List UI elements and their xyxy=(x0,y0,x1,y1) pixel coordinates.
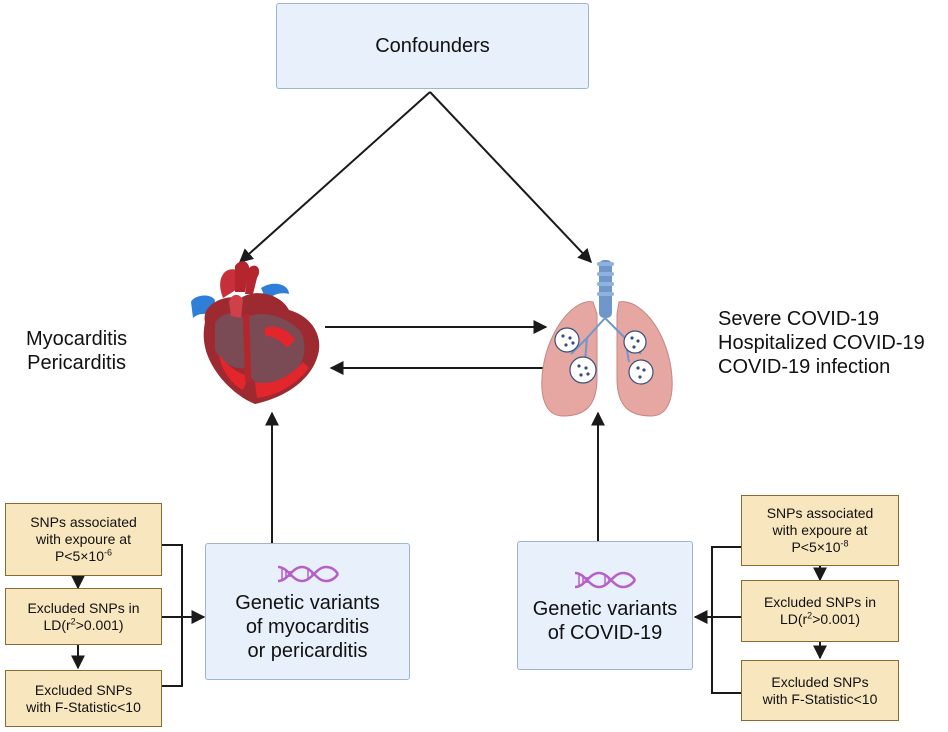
covid-infection-label: COVID-19 infection xyxy=(718,356,891,378)
left-f-statistic-step: Excluded SNPs with F-Statistic<10 xyxy=(5,670,162,727)
left-step2-ld: LD(r2>0.001) xyxy=(43,615,124,633)
left-step1-threshold: P<5×10-6 xyxy=(54,547,113,564)
genetic-variants-myocarditis-box: Genetic variants of myocarditis or peric… xyxy=(205,543,410,680)
right-step2-ld: LD(r2>0.001) xyxy=(779,610,861,627)
confounders-to-lungs-arrow xyxy=(429,91,592,264)
heart-illustration xyxy=(191,261,320,404)
confounders-box: Confounders xyxy=(276,3,589,89)
myocarditis-label: Myocarditis xyxy=(26,328,128,350)
right-step2-line1: Excluded SNPs in xyxy=(763,594,877,610)
confounders-label: Confounders xyxy=(375,34,490,57)
pericarditis-label: Pericarditis xyxy=(27,352,127,374)
hospitalized-covid-label: Hospitalized COVID-19 xyxy=(718,332,925,354)
right-ld-clumping-step: Excluded SNPs in LD(r2>0.001) xyxy=(741,580,899,642)
left-bracket xyxy=(162,544,183,687)
severe-covid-label: Severe COVID-19 xyxy=(718,308,880,330)
left-step1-line2: with expoure at xyxy=(36,531,131,547)
left-snp-association-step: SNPs associated with expoure at P<5×10-6 xyxy=(5,503,162,576)
genetic-variants-left-line1: Genetic variants xyxy=(235,591,380,614)
genetic-variants-right-line1: Genetic variants xyxy=(532,597,678,620)
genetic-variants-covid-box: Genetic variants of COVID-19 xyxy=(517,541,693,670)
right-snp-association-step: SNPs associated with expoure at P<5×10-8 xyxy=(741,495,899,566)
dna-icon xyxy=(277,565,339,582)
left-step3-line2: with F-Statistic<10 xyxy=(26,698,141,715)
dna-icon xyxy=(574,571,637,588)
right-step1-line1: SNPs associated xyxy=(766,505,874,521)
right-step1-line2: with expoure at xyxy=(772,522,868,538)
left-step2-line1: Excluded SNPs in xyxy=(27,599,140,616)
left-ld-clumping-step: Excluded SNPs in LD(r2>0.001) xyxy=(5,588,162,645)
right-step3-line2: with F-Statistic<10 xyxy=(762,690,878,707)
genetic-variants-left-line3: or pericarditis xyxy=(247,639,368,662)
lungs-illustration xyxy=(541,260,673,417)
right-f-statistic-step: Excluded SNPs with F-Statistic<10 xyxy=(741,660,899,721)
confounders-to-heart-arrow xyxy=(238,91,431,263)
exposure-label: Myocarditis Pericarditis xyxy=(26,327,127,375)
genetic-variants-left-line2: of myocarditis xyxy=(245,615,370,638)
left-step3-line1: Excluded SNPs xyxy=(34,681,133,698)
right-bracket xyxy=(711,546,741,694)
right-step1-threshold: P<5×10-8 xyxy=(791,538,849,555)
genetic-variants-right-line2: of COVID-19 xyxy=(547,621,663,644)
left-step1-line1: SNPs associated xyxy=(30,514,137,530)
right-step3-line1: Excluded SNPs xyxy=(771,673,869,690)
outcome-label: Severe COVID-19 Hospitalized COVID-19 CO… xyxy=(718,307,925,379)
